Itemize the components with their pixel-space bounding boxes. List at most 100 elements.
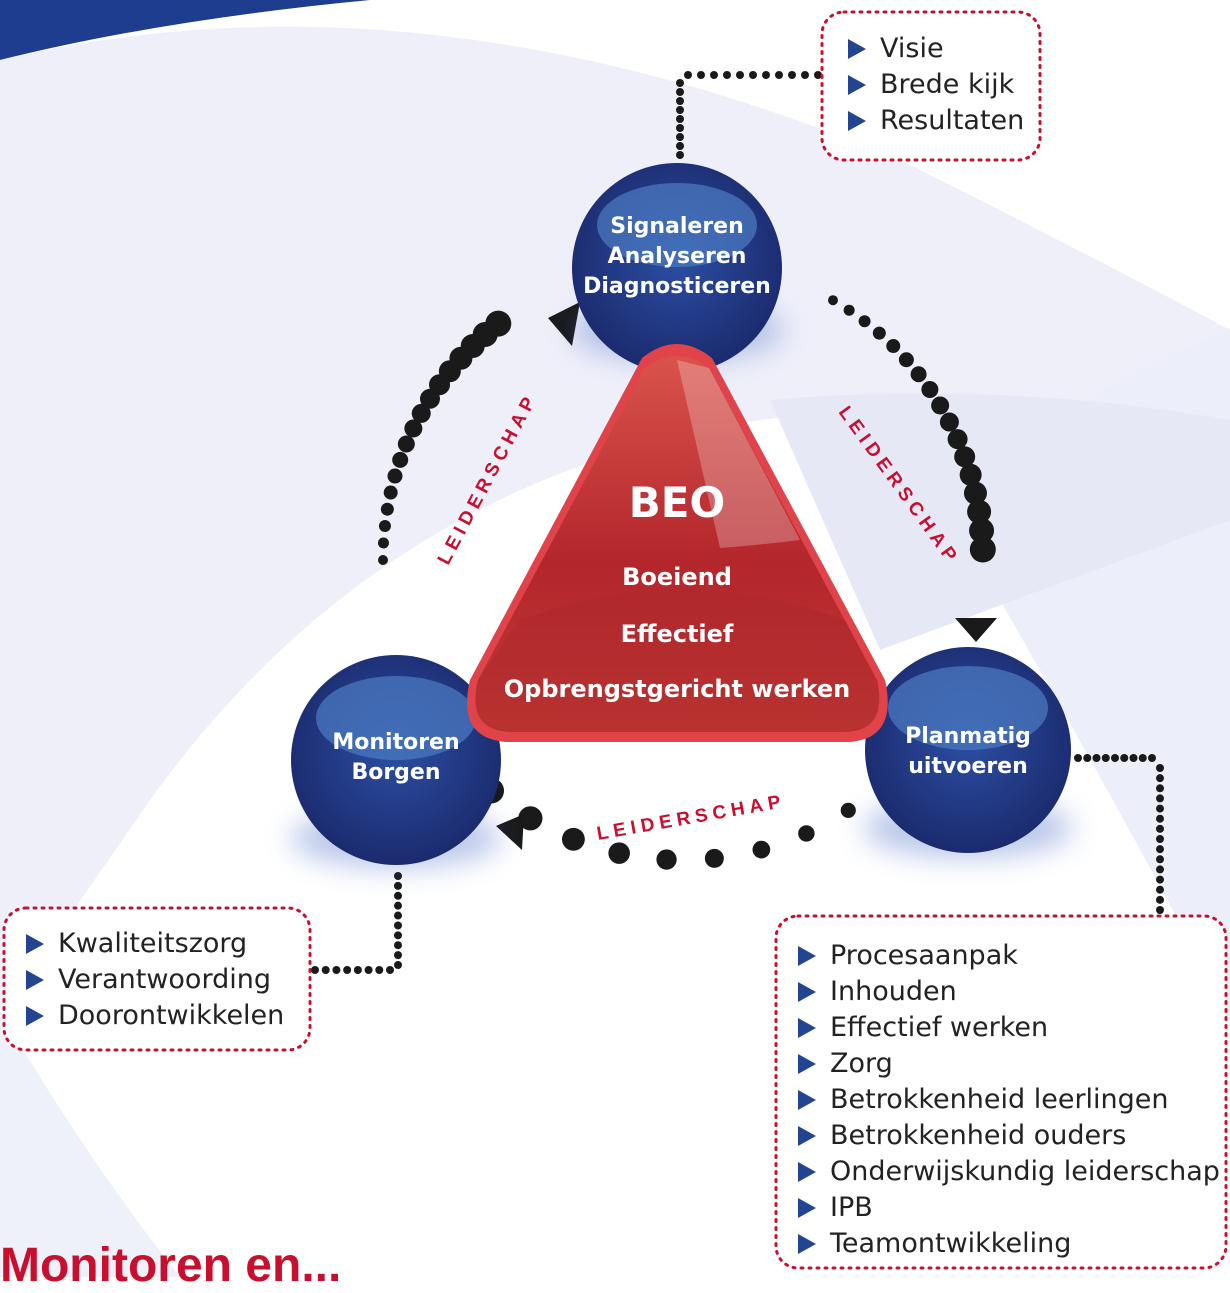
dot (801, 71, 809, 79)
dot (383, 485, 398, 500)
dot (378, 520, 391, 533)
dot (676, 133, 684, 141)
dot (676, 124, 684, 132)
dot (561, 827, 585, 851)
dot (1156, 824, 1164, 833)
dot (394, 931, 402, 940)
leiderschap-label-bottom: LEIDERSCHAP (595, 791, 787, 845)
dot (1156, 835, 1164, 843)
top-callout-list: Visie Brede kijk Resultaten (848, 31, 1024, 139)
dot (676, 106, 684, 114)
dot (375, 966, 384, 974)
dot (749, 71, 757, 79)
list-item: Teamontwikkeling (798, 1226, 1220, 1262)
dot (394, 921, 402, 930)
center-line-3: Opbrengstgericht werken (503, 675, 851, 703)
list-item: Effectief werken (798, 1010, 1220, 1046)
play-icon (26, 970, 44, 990)
play-icon (798, 1126, 816, 1146)
dot (387, 468, 403, 484)
dot (1083, 754, 1092, 762)
dot (608, 842, 630, 864)
dot (931, 396, 950, 415)
dot (1156, 814, 1164, 823)
dot (788, 71, 796, 79)
dot (947, 429, 968, 450)
dot (332, 966, 341, 974)
dot (377, 537, 389, 549)
dot (1156, 804, 1164, 813)
play-icon (798, 946, 816, 966)
dot (969, 518, 995, 544)
dot (1148, 754, 1156, 762)
play-icon (26, 934, 44, 954)
dot (676, 142, 684, 150)
play-icon (798, 1162, 816, 1182)
dot (404, 419, 423, 438)
dot (898, 352, 914, 368)
dot (343, 966, 352, 974)
dot (828, 295, 838, 306)
dot (710, 71, 718, 79)
dot (394, 961, 402, 969)
dot (1156, 885, 1164, 894)
dot (939, 412, 959, 432)
play-icon (848, 39, 866, 59)
dot (1129, 754, 1138, 762)
list-item: Visie (848, 31, 1024, 67)
connector-dots (311, 71, 1164, 974)
node-right (865, 647, 1071, 853)
dot (1156, 774, 1164, 783)
dot (872, 326, 886, 340)
center-triangle (466, 344, 888, 742)
dot (1156, 764, 1164, 772)
callout-right-box (774, 914, 1228, 1270)
dot (858, 315, 871, 328)
play-icon (798, 1090, 816, 1110)
dot (311, 966, 319, 974)
play-icon (798, 1234, 816, 1254)
center-line-1: Boeiend (622, 563, 732, 591)
dot (1111, 754, 1119, 762)
dot (1120, 754, 1129, 762)
dot (676, 79, 684, 87)
dot (321, 966, 330, 974)
dot (676, 151, 684, 159)
dot (518, 806, 543, 831)
dot (411, 403, 431, 423)
arrowhead-icon (955, 618, 997, 642)
dot (1074, 754, 1082, 762)
dot (656, 849, 677, 870)
bottom-heading: Monitoren en... (0, 1239, 342, 1292)
dot (394, 901, 402, 910)
play-icon (798, 1198, 816, 1218)
dot (697, 71, 705, 79)
arrowhead-icon (496, 814, 524, 850)
right-callout-list: Procesaanpak Inhouden Effectief werken Z… (798, 938, 1220, 1262)
center-line-2: Effectief (620, 620, 734, 648)
node-right-label: Planmatig uitvoeren (905, 724, 1031, 779)
dot (485, 310, 512, 337)
dot (1156, 794, 1164, 803)
callout-left-box (2, 906, 312, 1052)
dot (353, 966, 362, 974)
dot (394, 951, 402, 960)
node-left-label: Monitoren Borgen (332, 730, 460, 785)
list-item: Betrokkenheid leerlingen (798, 1082, 1220, 1118)
dot (378, 555, 388, 565)
dot (676, 97, 684, 105)
dot (910, 366, 927, 383)
dot (684, 71, 692, 79)
list-item: Verantwoording (26, 962, 284, 998)
callout-top-box (820, 10, 1042, 162)
play-icon (26, 1006, 44, 1026)
dot (676, 115, 684, 123)
dot (394, 872, 402, 880)
dot (380, 502, 394, 516)
dot (959, 463, 982, 486)
dot (1092, 754, 1101, 762)
dot (1138, 754, 1147, 762)
dot (798, 825, 815, 842)
